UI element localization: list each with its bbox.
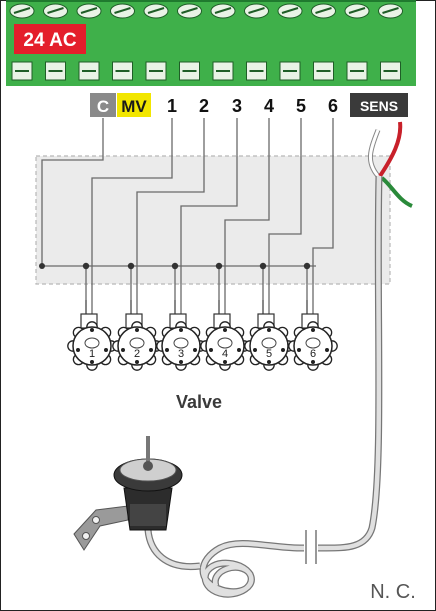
- terminal-socket: [78, 61, 100, 81]
- junction-dot: [171, 262, 179, 270]
- valve-number-label: 1: [89, 348, 95, 360]
- valve-number-label: 3: [178, 348, 184, 360]
- master-valve-terminal-label: MV: [121, 97, 147, 116]
- terminal-socket: [179, 61, 200, 81]
- junction-dot: [82, 262, 90, 270]
- screw-icon: [311, 3, 336, 19]
- valve-number-label: 6: [310, 348, 316, 360]
- terminal-board: 24 AC: [6, 0, 416, 86]
- sensor-terminal-label: SENS: [360, 98, 398, 114]
- terminal-socket: [212, 61, 234, 81]
- terminal-socket: [279, 61, 301, 81]
- bracket-hole: [92, 516, 100, 524]
- valve-caption: Valve: [176, 392, 222, 412]
- screw-icon: [9, 3, 35, 19]
- bracket-hole: [82, 532, 90, 540]
- sensor-terminal-box: [350, 93, 408, 117]
- terminal-socket: [45, 61, 66, 81]
- sensor-cable: [144, 121, 413, 598]
- valve-solenoid: 6: [288, 300, 338, 371]
- cable-break-gap: [304, 532, 318, 562]
- station-terminal-1: 1: [167, 96, 177, 116]
- valve-solenoid: 4: [200, 300, 250, 371]
- station-wire-6: [312, 118, 334, 322]
- power-label: 24 AC: [23, 30, 76, 51]
- screw-icon: [378, 3, 403, 19]
- rain-sensor: [73, 436, 183, 551]
- screw-icon: [277, 3, 303, 19]
- sensor-wire-white-core: [369, 129, 380, 177]
- valve-wiring: [41, 118, 334, 322]
- sensor-contact-label: N. C.: [370, 581, 416, 603]
- screw-icon: [143, 3, 169, 19]
- valve-number-label: 5: [266, 348, 272, 360]
- junction-dot: [215, 262, 223, 270]
- common-terminal-label: C: [97, 97, 109, 116]
- station-wire-3: [180, 118, 238, 322]
- junction-dot: [259, 262, 267, 270]
- screw-icon: [76, 3, 102, 19]
- sensor-wire-red: [378, 121, 403, 178]
- common-drop-wires: [85, 266, 308, 322]
- valve-number-label: 4: [222, 348, 228, 360]
- terminal-socket: [11, 61, 33, 81]
- terminal-labels: C MV 1 2 3 4 5 6 SENS: [90, 93, 408, 117]
- valve-solenoid: 2: [112, 300, 162, 371]
- screw-icon: [210, 3, 236, 19]
- station-terminal-6: 6: [328, 96, 338, 116]
- station-terminal-5: 5: [296, 96, 306, 116]
- cable-coil-core: [200, 541, 301, 597]
- mounting-bracket: [73, 505, 129, 551]
- screw-icon: [344, 3, 370, 19]
- station-terminal-4: 4: [264, 96, 274, 116]
- terminal-socket: [313, 61, 334, 81]
- screw-icon: [244, 3, 269, 19]
- station-wire-5: [268, 118, 302, 322]
- terminal-socket: [112, 61, 133, 81]
- junction-dot: [127, 262, 135, 270]
- master-valve-terminal-box: [117, 93, 151, 117]
- screw-icon: [177, 3, 202, 19]
- sensor-hub: [143, 461, 153, 471]
- screw-icon: [110, 3, 135, 19]
- common-terminal-box: [90, 93, 116, 117]
- station-wire-4: [224, 118, 270, 322]
- sensor-lead-core: [145, 529, 201, 569]
- sensor-band: [130, 504, 166, 526]
- valve-row: 1 2 3 4 5 6: [67, 300, 338, 371]
- valve-solenoid: 5: [244, 300, 294, 371]
- wire-junctions: [39, 262, 311, 270]
- board-top-edge: [6, 0, 416, 2]
- sensor-wire-green: [380, 176, 413, 208]
- sensor-cable-core: [300, 175, 382, 551]
- valve-box-zone: [35, 155, 391, 285]
- station-terminal-2: 2: [199, 96, 209, 116]
- station-wire-1: [91, 118, 173, 322]
- terminal-socket: [246, 61, 267, 81]
- terminal-socket: [145, 61, 167, 81]
- terminal-socket: [380, 61, 401, 81]
- junction-dot: [39, 263, 45, 269]
- valve-number-label: 2: [134, 348, 140, 360]
- station-wire-2: [136, 118, 205, 322]
- screw-icon: [43, 3, 68, 19]
- station-terminal-3: 3: [232, 96, 242, 116]
- sensor-spindle: [146, 436, 150, 468]
- power-label-box: [14, 24, 86, 54]
- socket-row: [11, 61, 401, 81]
- terminal-socket: [346, 61, 368, 81]
- junction-dot: [303, 262, 311, 270]
- screw-row: [9, 3, 403, 19]
